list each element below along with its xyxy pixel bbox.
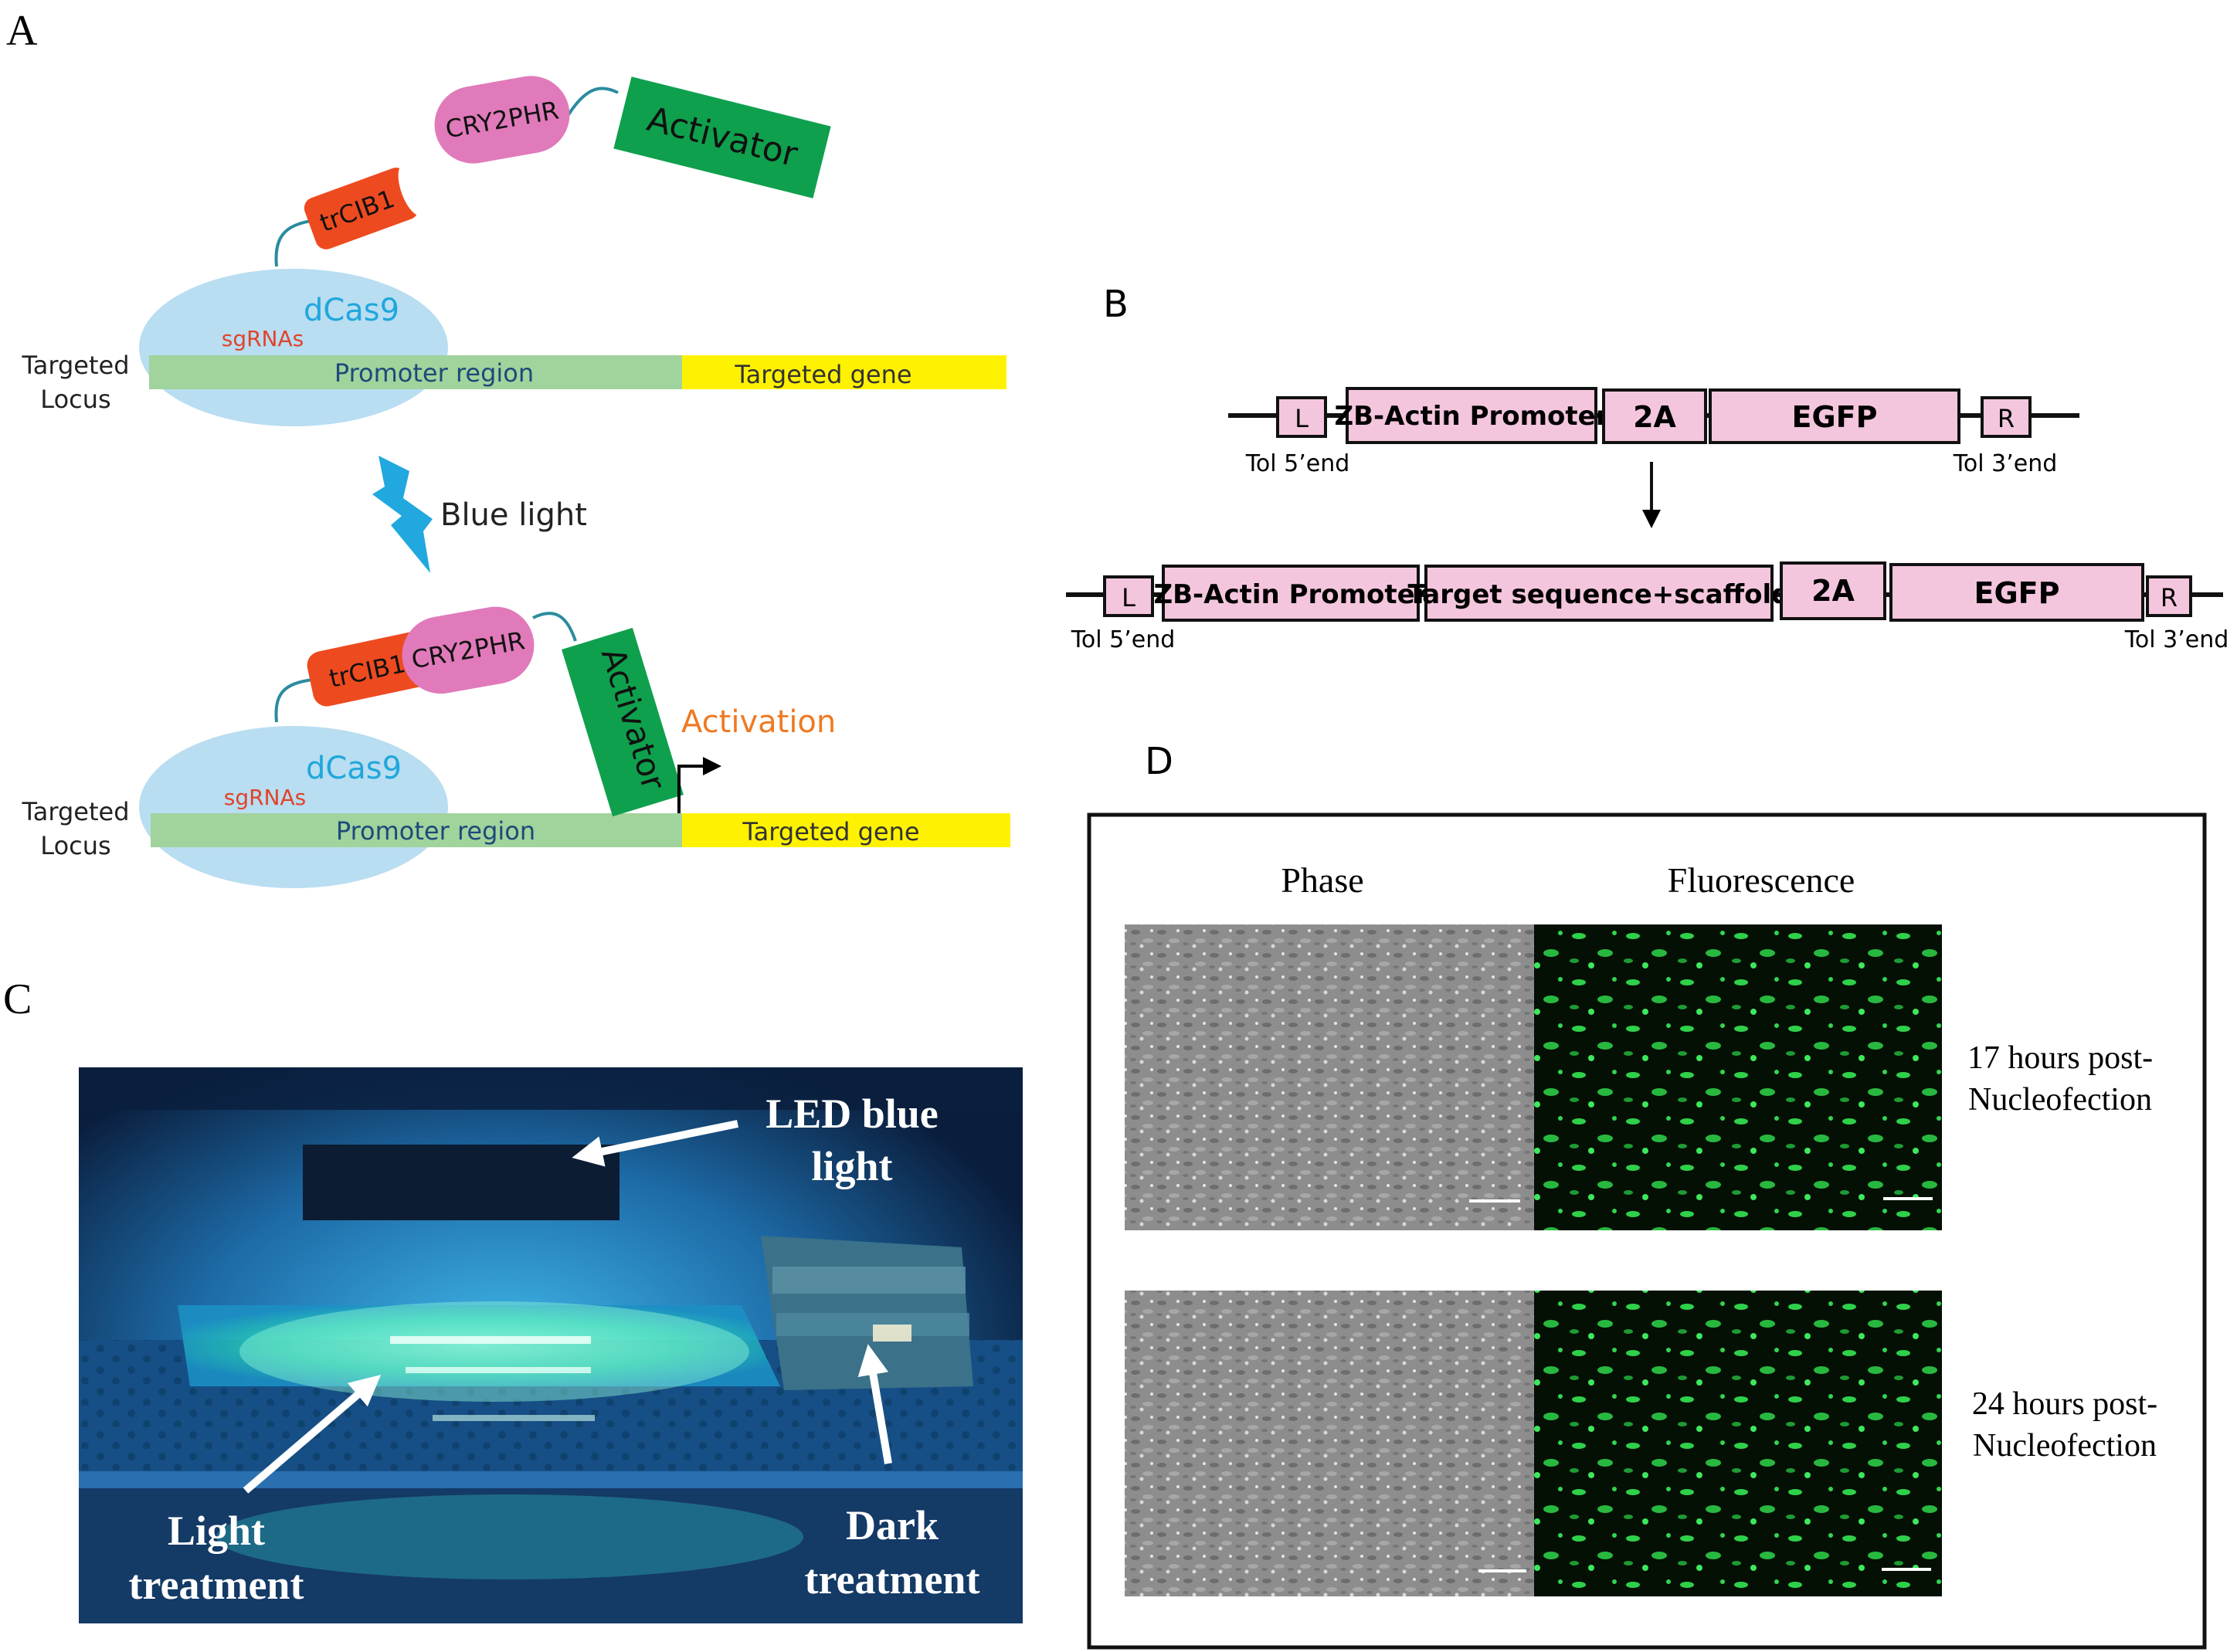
panel-c-label: C — [3, 975, 32, 1023]
linker-dcas9-trcib1-bottom — [274, 678, 314, 723]
light-treatment-arrow — [243, 1374, 382, 1494]
panel-d-frame — [1087, 812, 2207, 1650]
construct-2-egfp-label: EGFP — [1974, 576, 2060, 610]
construct-2-2a-box — [1780, 561, 1886, 620]
targeted-locus-line1: Targeted — [22, 351, 130, 380]
construct-1-tol5-label: Tol 5’end — [1245, 450, 1350, 477]
cry2phr-domain-bottom: CRY2PHR — [402, 606, 535, 694]
panel-d: D Phase Fluorescence 17 hours post- Nucl… — [1087, 740, 2207, 1650]
panel-a-bottom-schematic: Promoter region Targeted gene dCas9 sgRN… — [22, 606, 1010, 888]
construct-2-tol5-label: Tol 5’end — [1071, 626, 1176, 653]
fluorescence-column-label: Fluorescence — [1668, 860, 1855, 900]
targeted-gene-bar-bottom — [682, 813, 1010, 847]
construct-2-target-box — [1424, 565, 1774, 622]
incubator-photo — [79, 1067, 1023, 1623]
linker-cry2phr-activator — [566, 87, 619, 117]
promoter-region-label: Promoter region — [334, 358, 534, 388]
led-panel — [303, 1145, 620, 1220]
construct-2-target-label: Target sequence+scaffold — [1407, 579, 1790, 610]
construct-1-promoter-box — [1346, 387, 1597, 444]
panel-a-label: A — [6, 7, 38, 55]
construct-2-r-label: R — [2161, 583, 2178, 612]
construct-2-egfp-box — [1889, 563, 2144, 622]
panel-c: C LED blue light Light treatment — [3, 975, 1023, 1623]
row-17h-line1: 17 hours post- — [1967, 1040, 2153, 1076]
construct-2-r-box — [2146, 575, 2192, 617]
construct-1-2a-box — [1602, 388, 1707, 444]
construct-1-promoter-label: ZB-Actin Promoter — [1334, 401, 1608, 432]
construct-2: L ZB-Actin Promoter Target sequence+scaf… — [1066, 561, 2229, 653]
dark-treatment-line1: Dark — [846, 1502, 939, 1549]
promoter-region-label-bottom: Promoter region — [336, 816, 535, 846]
panel-a: A Promoter region Targeted gene dCas9 sg… — [6, 7, 1010, 888]
row-24h-line2: Nucleofection — [1973, 1428, 2157, 1464]
construct-2-promoter-label: ZB-Actin Promoter — [1153, 579, 1427, 610]
construct-2-l-label: L — [1122, 583, 1135, 612]
dcas9-shape-bottom — [139, 726, 448, 888]
panel-d-label: D — [1145, 740, 1173, 783]
linker-dcas9-trcib1 — [274, 219, 317, 267]
construct-1-tol3-label: Tol 3’end — [1953, 450, 2058, 477]
led-blue-light-line1: LED blue — [765, 1091, 939, 1137]
led-arrow — [572, 1120, 739, 1167]
trcib1-domain: trCIB1 — [304, 164, 426, 249]
construct-2-2a-label: 2A — [1811, 574, 1855, 608]
activator-domain-bottom: Activator — [562, 627, 684, 817]
transcription-start-arrow — [677, 757, 721, 813]
fluorescence-image-24h — [1534, 1291, 1942, 1596]
construct-2-tol3-label: Tol 3’end — [2124, 626, 2229, 653]
dark-treatment-line2: treatment — [805, 1556, 980, 1603]
construct-1: L ZB-Actin Promoter 2A EGFP R Tol 5’end … — [1228, 387, 2079, 477]
construct-1-egfp-box — [1709, 388, 1960, 444]
phase-image-24h — [1125, 1291, 1534, 1596]
cry2phr-domain: CRY2PHR — [434, 76, 570, 164]
dark-treatment-arrow — [857, 1344, 892, 1464]
panel-b: B L ZB-Actin Promoter 2A EGFP R Tol 5’en… — [1066, 283, 2229, 653]
activator-domain: Activator — [613, 76, 831, 198]
sgrnas-label-bottom: sgRNAs — [224, 785, 307, 810]
row-17h-line2: Nucleofection — [1968, 1082, 2152, 1118]
dcas9-label: dCas9 — [304, 293, 399, 328]
phase-image-17h — [1125, 924, 1534, 1230]
targeted-gene-label-bottom: Targeted gene — [742, 817, 919, 846]
construct-2-promoter-box — [1162, 565, 1420, 622]
light-treatment-line2: treatment — [129, 1562, 304, 1608]
light-treatment-line1: Light — [168, 1508, 265, 1554]
promoter-region-bar — [149, 355, 682, 389]
lightning-bolt-icon — [372, 456, 433, 573]
targeted-gene-label: Targeted gene — [734, 360, 911, 389]
construct-1-r-label: R — [1998, 404, 2015, 433]
linker-cry2phr-activator-bottom — [532, 612, 577, 642]
construct-1-l-box — [1276, 396, 1327, 438]
construct-1-2a-label: 2A — [1633, 400, 1676, 434]
targeted-locus-bottom-line2: Locus — [40, 831, 110, 860]
phase-column-label: Phase — [1281, 860, 1363, 900]
sgrnas-label: sgRNAs — [222, 326, 304, 351]
blue-light-label: Blue light — [440, 497, 587, 533]
activation-label: Activation — [681, 704, 836, 740]
promoter-region-bar-bottom — [151, 813, 682, 847]
targeted-locus-bottom-line1: Targeted — [22, 797, 130, 826]
construct-2-l-box — [1103, 575, 1154, 617]
panel-a-top-schematic: Promoter region Targeted gene dCas9 sgRN… — [22, 76, 1006, 426]
targeted-gene-bar — [682, 355, 1006, 389]
construct-1-r-box — [1981, 396, 2032, 438]
row-24h-line1: 24 hours post- — [1972, 1386, 2157, 1422]
targeted-locus-line2: Locus — [40, 385, 110, 414]
led-blue-light-line2: light — [811, 1143, 892, 1189]
construct-1-egfp-label: EGFP — [1792, 400, 1878, 434]
light-plate — [178, 1305, 780, 1386]
panel-b-label: B — [1103, 283, 1129, 326]
fluorescence-image-17h — [1534, 924, 1942, 1230]
construct-1-l-label: L — [1295, 404, 1309, 433]
dcas9-label-bottom: dCas9 — [306, 751, 402, 786]
